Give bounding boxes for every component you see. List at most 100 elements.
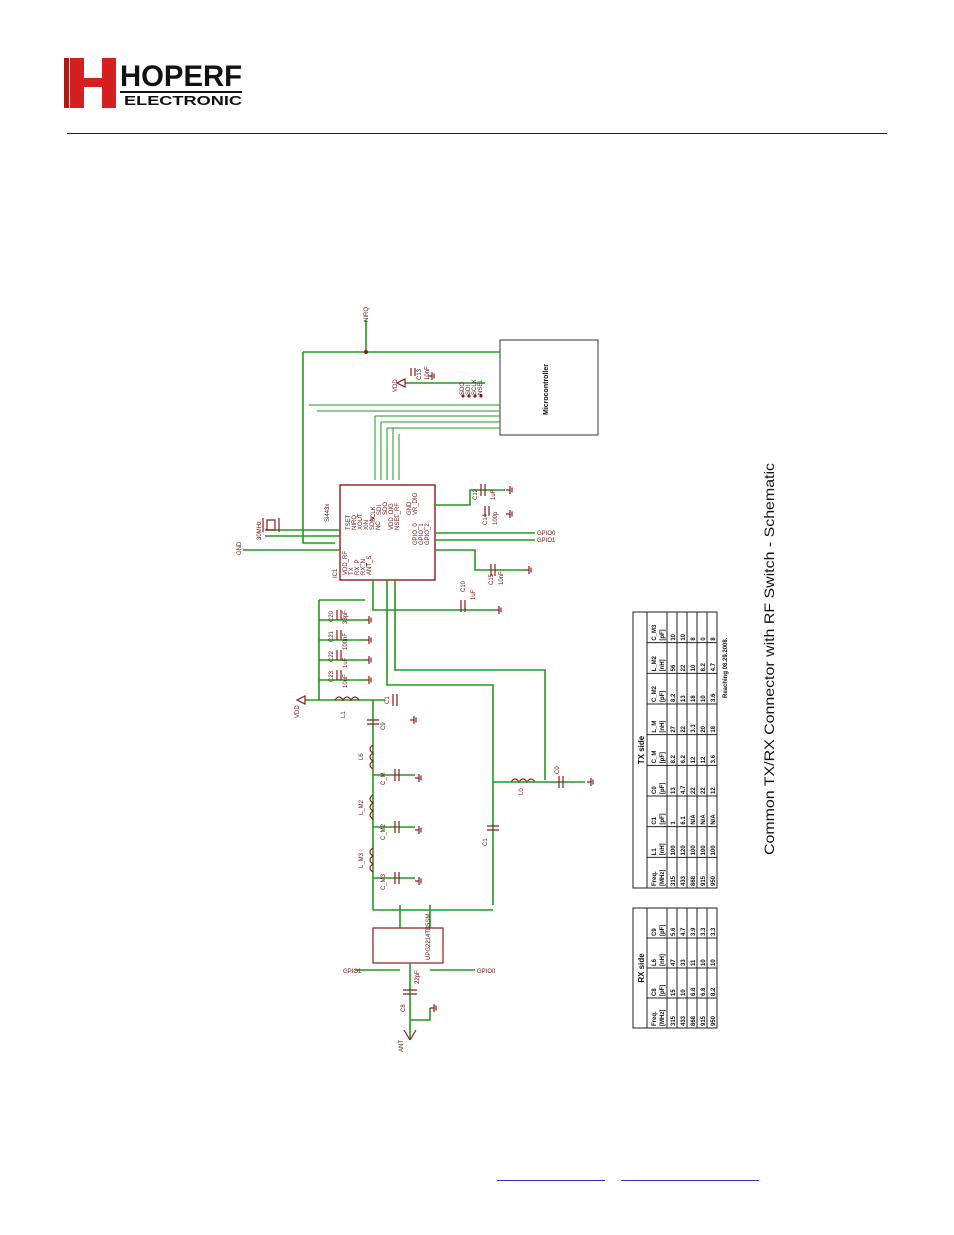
- sdi-label: SDI: [466, 385, 472, 395]
- l6-symbol: [369, 744, 375, 770]
- tx-table-cell: 100: [671, 845, 677, 856]
- c15-wire: [435, 549, 525, 571]
- tx-table-cell: 22: [701, 787, 707, 794]
- tx-table-header: L_M: [652, 721, 658, 733]
- rx-table-cell: 8.2: [711, 987, 717, 996]
- tx-table-cell: N/A: [701, 814, 707, 825]
- footer-link-2[interactable]: [621, 1166, 759, 1181]
- ic-pin-gpio0: GPIO_0: [413, 523, 419, 545]
- nirq-left-wire: [302, 352, 335, 544]
- svg-text:[pF]: [pF]: [660, 985, 666, 996]
- logo-sub-text: ELECTRONIC: [124, 93, 243, 108]
- gpio1-switch-label: GPIO1: [343, 969, 362, 975]
- schematic-title: Common TX/RX Connector with RF Switch - …: [761, 463, 777, 855]
- microcontroller-label: Microcontroller: [543, 364, 550, 415]
- c10-value: 1uF: [471, 589, 477, 600]
- rx-wire-1: [386, 580, 494, 905]
- c1-symbol: [392, 694, 398, 706]
- tx-table-header: L_M2: [652, 655, 658, 671]
- rx-wire-2: [394, 580, 546, 780]
- tx-table-header: L1: [652, 848, 658, 856]
- logo-h-cross-bar: [84, 78, 102, 87]
- ic-pin-sdn: SDN: [370, 517, 376, 530]
- logo-h-left-bar: [70, 58, 84, 108]
- tx-table-cell: 120: [681, 845, 687, 856]
- decoupling-caps: C20 C21 C22 C23 33pF 100nF 1uF 10uF: [329, 610, 349, 688]
- gnd-symbol: [365, 616, 372, 624]
- ic-pin-sclk: SCLK: [371, 506, 377, 522]
- cm3-symbol: [394, 872, 400, 884]
- rx-table-cell: 4.7: [681, 927, 687, 936]
- ic-pin-gnd: GND: [407, 501, 413, 515]
- ic-pin-ant: ANT_S: [367, 556, 373, 575]
- tx-table-cell: 20: [701, 725, 707, 732]
- tx-table-cell: 8: [711, 637, 717, 641]
- rx-table-cell: 6.8: [701, 987, 707, 996]
- tx-table-unit: [pF]: [660, 629, 666, 640]
- ic1-name: Si443x: [325, 504, 331, 522]
- tx-table-header: Freq.: [652, 871, 658, 886]
- rx-table-cell: 868: [691, 1015, 697, 1026]
- ic-pin-sdi: SDI: [377, 505, 383, 515]
- tx-table-cell: N/A: [711, 814, 717, 825]
- vdd-mid-arrow: [295, 695, 306, 705]
- l0-label: L0: [519, 788, 525, 795]
- tx-table-unit: [nH]: [660, 721, 666, 733]
- tx-table-cell: N/A: [691, 814, 697, 825]
- c12-label: C12: [473, 488, 479, 500]
- gnd-symbol: [587, 778, 594, 786]
- svg-text:[pF]: [pF]: [660, 925, 666, 936]
- logo-brand-text: HOPERF: [120, 60, 242, 93]
- tx-table-cell: 10: [691, 664, 697, 671]
- ic-pin-vdd-dig: VDD_DIG: [389, 503, 395, 530]
- logo-divider: [120, 91, 242, 93]
- c10-symbol: [460, 600, 466, 612]
- logo-h-accent: [64, 58, 69, 108]
- rx-table-cell: 433: [681, 1015, 687, 1026]
- gnd-symbol: [495, 606, 502, 614]
- ic1-pins-right: GND VR_DIG GPIO_0 GPIO_1 GPIO_2: [407, 492, 431, 545]
- ic-pin-rxn: RX_N: [361, 559, 367, 575]
- vdd-rf-wire: [372, 580, 495, 611]
- tx-table-note: Reaching 08.29.2008.: [723, 637, 729, 698]
- sclk-label: SCLK: [472, 379, 478, 395]
- tx-table-title: TX side: [637, 735, 646, 764]
- tx-table-cell: 8.2: [671, 693, 677, 702]
- tx-table-cell: 8.2: [701, 662, 707, 671]
- gnd-symbol: [415, 826, 422, 834]
- tx-table-rows: 3151001138.2278.256104331206.14.76.22213…: [671, 633, 717, 886]
- rx-table-cell: 6.8: [691, 987, 697, 996]
- rx-table-cell: 315: [671, 1015, 677, 1026]
- schematic-figure: .w { stroke: #1f9a1f; stroke-width: 1.6;…: [225, 300, 785, 1060]
- decoupling-bus: [318, 599, 365, 700]
- gpio0-label: GPIO0: [537, 531, 556, 537]
- tx-table-cell: 315: [671, 875, 677, 886]
- tx-table-cell: 6.2: [681, 754, 687, 763]
- footer-link-1[interactable]: [497, 1166, 605, 1181]
- antenna-symbol: [403, 1029, 417, 1041]
- spi-labels: SDO SDI SCLK NSEL: [460, 379, 484, 395]
- cm-symbol: [394, 769, 400, 781]
- ic1-pins-top: SCLK SDI SDO VDD_DIG NSEL_RF: [371, 502, 401, 530]
- rf-switch-label: UPG2214TB5SM: [426, 914, 432, 960]
- c14-symbol: [484, 506, 490, 516]
- c13-value: 10nF: [425, 366, 431, 380]
- lm2-label: L_M2: [359, 799, 365, 815]
- vdd-top-label: VDD: [393, 379, 399, 392]
- lm3-symbol: [369, 847, 375, 873]
- c9-symbol: [367, 719, 379, 725]
- nsel-label: NSEL: [478, 379, 484, 395]
- tx-table-cell: 10: [701, 695, 707, 702]
- gnd-symbol: [525, 566, 532, 574]
- cm3-label: C_M3: [381, 873, 387, 890]
- c22-value: 1uF: [343, 657, 349, 668]
- l0-symbol: [510, 778, 536, 784]
- tx-table-cell: 3.6: [711, 754, 717, 763]
- rx-table-cell: 3.3: [711, 927, 717, 936]
- svg-text:Freq.: Freq.: [652, 1011, 658, 1026]
- gnd-symbol: [415, 774, 422, 782]
- rx-table-cell: 915: [701, 1015, 707, 1026]
- vdd-top-arrow: [395, 378, 406, 388]
- svg-text:C8: C8: [652, 988, 658, 996]
- tx-table-header: C_M: [652, 751, 658, 764]
